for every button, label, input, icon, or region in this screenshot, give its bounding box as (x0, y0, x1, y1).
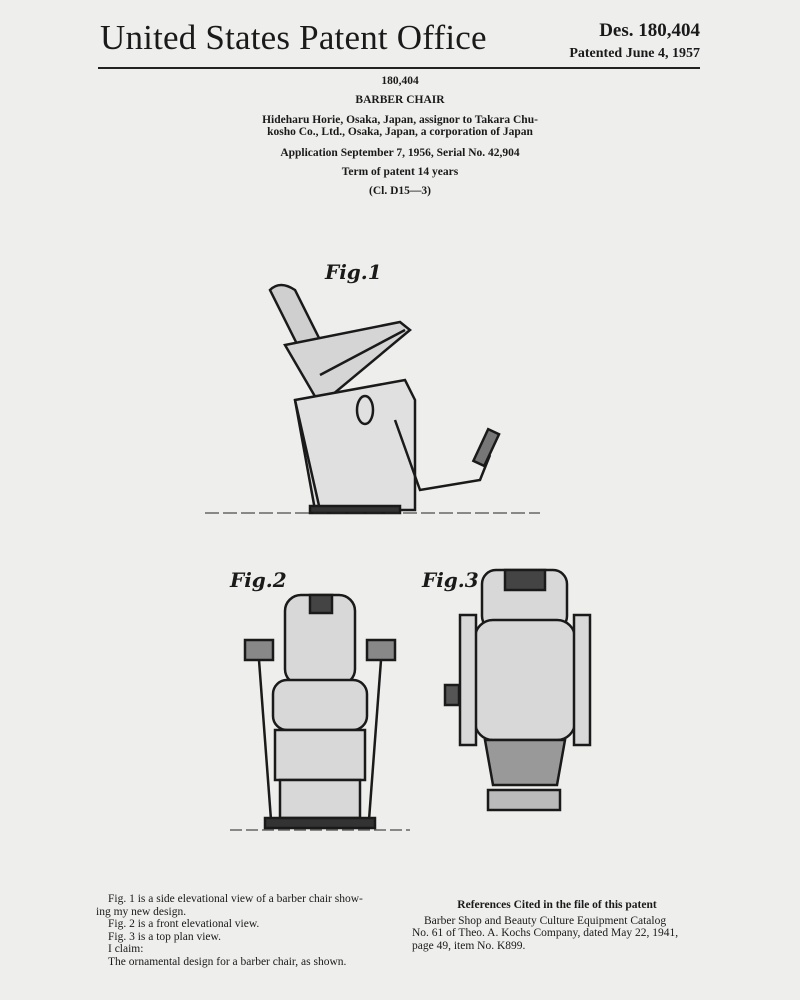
fig2-front-view-drawing (230, 593, 410, 831)
patent-number: 180,404 (381, 75, 419, 87)
term-line: Term of patent 14 years (341, 166, 459, 178)
reference-line: No. 61 of Theo. A. Kochs Company, dated … (412, 927, 679, 939)
design-number: Des. 180,404 (599, 20, 700, 41)
description-block: Fig. 1 is a side elevational view of a b… (96, 893, 398, 968)
fig1-side-view-drawing (205, 283, 540, 515)
application-line: Application September 7, 1956, Serial No… (280, 147, 520, 159)
description-line: Fig. 1 is a side elevational view of a b… (108, 893, 363, 905)
claim-heading: I claim: (108, 943, 144, 955)
inventor-line-1: Hideharu Horie, Osaka, Japan, assignor t… (262, 114, 538, 126)
patent-title: BARBER CHAIR (355, 94, 445, 106)
header-rule (98, 67, 700, 69)
description-line: ing my new design. (96, 905, 187, 918)
reference-line: page 49, item No. K899. (412, 939, 526, 952)
office-title: United States Patent Office (100, 18, 487, 57)
fig1-label: Fig.1 (325, 260, 382, 284)
reference-line: Barber Shop and Beauty Culture Equipment… (424, 914, 667, 927)
description-line: Fig. 3 is a top plan view. (108, 930, 221, 943)
inventor-line-2: kosho Co., Ltd., Osaka, Japan, a corpora… (267, 126, 533, 138)
patent-date: Patented June 4, 1957 (569, 46, 700, 61)
description-line: Fig. 2 is a front elevational view. (108, 918, 260, 930)
references-block: References Cited in the file of this pat… (412, 899, 702, 952)
references-heading: References Cited in the file of this pat… (457, 899, 657, 911)
fig2-label: Fig.2 (230, 568, 287, 592)
claim-text: The ornamental design for a barber chair… (108, 955, 347, 968)
fig3-label: Fig.3 (422, 568, 479, 592)
fig3-top-view-drawing (443, 568, 592, 812)
classification: (Cl. D15—3) (369, 185, 431, 197)
